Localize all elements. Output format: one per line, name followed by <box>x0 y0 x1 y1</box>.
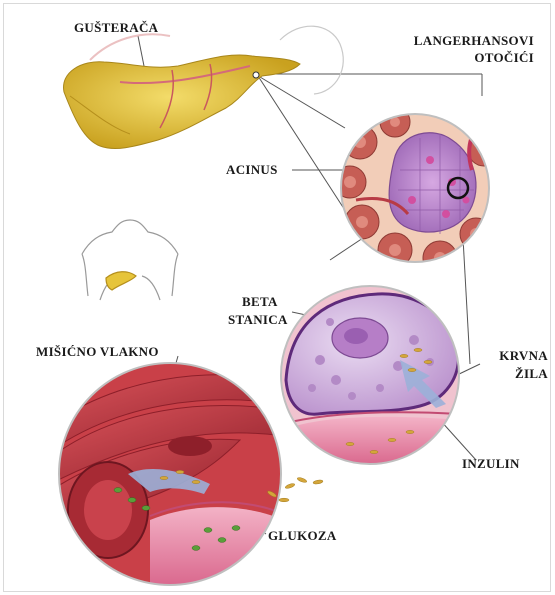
label-pancreas: GUŠTERAČA <box>74 20 158 36</box>
islet-circle <box>330 98 500 280</box>
label-vessel-line2: ŽILA <box>470 366 548 382</box>
label-beta-line2: STANICA <box>228 312 288 328</box>
beta-cell-circle <box>280 286 460 466</box>
muscle-fiber-circle <box>58 362 284 588</box>
label-beta-line1: BETA <box>242 294 278 310</box>
label-vessel-line1: KRVNA <box>470 348 548 364</box>
label-acinus: ACINUS <box>226 162 278 178</box>
pancreas-illustration <box>64 26 344 148</box>
label-insulin: INZULIN <box>462 456 520 472</box>
label-muscle-fiber: MIŠIĆNO VLAKNO <box>36 344 159 360</box>
label-islets-line1: LANGERHANSOVI <box>388 33 534 49</box>
torso-outline <box>82 220 178 300</box>
label-glucose: GLUKOZA <box>268 528 337 544</box>
label-islets-line2: OTOČIĆI <box>388 50 534 66</box>
